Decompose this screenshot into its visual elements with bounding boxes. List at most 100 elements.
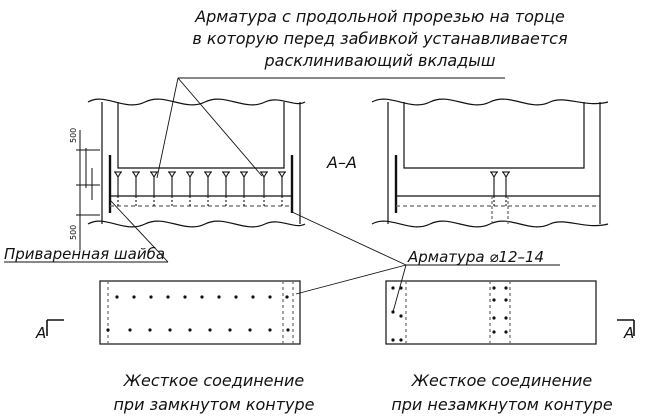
left-top-break-line (87, 98, 306, 106)
left-rebar-9-split-right (263, 171, 268, 178)
left-rebar-2-split-right (135, 171, 140, 178)
section-marker-right (617, 319, 635, 336)
right-rebar-1-split-left (490, 171, 495, 178)
left-rebar-2 (132, 171, 140, 206)
section-marker-left (46, 319, 64, 336)
left-rebar-2-split-left (132, 171, 137, 178)
left-bottom-break-line (87, 220, 306, 228)
left-rebar-4-split-left (168, 171, 173, 178)
welded-washer-label: Приваренная шайба (4, 245, 165, 263)
rebar-leader-3 (392, 264, 407, 313)
left-plan-dot-20 (268, 328, 272, 332)
left-plan-dot-group (106, 295, 290, 332)
left-plan-dot-4 (166, 295, 170, 299)
left-rebar-6-split-right (207, 171, 212, 178)
left-plan-dot-7 (217, 295, 221, 299)
left-rebar-8 (240, 171, 248, 206)
left-plan-dot-2 (132, 295, 136, 299)
title-line-2: в которую перед забивкой устанавливается (192, 29, 568, 48)
section-label: А–А (326, 153, 357, 172)
right-plan-dot-13 (492, 330, 496, 334)
title-leader-1 (156, 77, 179, 179)
left-rebar-6 (204, 171, 212, 206)
right-plan-dot-14 (504, 330, 508, 334)
left-rebar-9-split-left (260, 171, 265, 178)
left-plan-dot-12 (106, 328, 110, 332)
rebar-leader-1 (291, 211, 407, 266)
left-plan-dot-8 (234, 295, 238, 299)
left-rebar-group (114, 171, 286, 206)
right-rebar-group (490, 171, 510, 206)
left-plan-dot-5 (183, 295, 187, 299)
right-plan-dot-10 (504, 298, 508, 302)
left-rebar-1 (114, 171, 122, 206)
left-rebar-6-split-left (204, 171, 209, 178)
right-plan-view (385, 280, 597, 345)
right-plan-dot-8 (504, 286, 508, 290)
right-plan-dot-9 (492, 298, 496, 302)
left-rebar-7 (222, 171, 230, 206)
title-leader-2 (177, 77, 263, 177)
left-plan-dot-15 (168, 328, 172, 332)
left-plan-dot-13 (128, 328, 132, 332)
left-inner-u (117, 102, 285, 169)
left-plan-dot-14 (148, 328, 152, 332)
caption-left-line-2: при замкнутом контуре (113, 395, 314, 414)
left-plan-dot-19 (248, 328, 252, 332)
right-top-break-line (371, 98, 609, 106)
right-plan-dot-11 (492, 316, 496, 320)
left-plan-view (99, 280, 301, 345)
left-rebar-8-split-right (243, 171, 248, 178)
left-rebar-10-split-left (278, 171, 283, 178)
right-bottom-break-line (371, 220, 609, 228)
left-rebar-5-split-right (189, 171, 194, 178)
left-rebar-5 (186, 171, 194, 206)
leader-lines (4, 77, 560, 313)
dimension-lower: 500 (69, 225, 78, 240)
left-plan-dot-6 (200, 295, 204, 299)
right-plan-dot-5 (391, 338, 395, 342)
right-plan-dot-12 (504, 316, 508, 320)
left-rebar-4 (168, 171, 176, 206)
right-rebar-1 (490, 171, 498, 206)
title-line-1: Арматура с продольной прорезью на торце (194, 7, 565, 26)
left-rebar-9 (260, 171, 268, 206)
washer-leader (109, 199, 169, 263)
left-rebar-7-split-left (222, 171, 227, 178)
left-rebar-10-split-right (281, 171, 286, 178)
right-section-view (371, 98, 609, 228)
right-rebar-1-split-right (493, 171, 498, 178)
right-plan-dot-7 (492, 286, 496, 290)
right-plan-dot-6 (399, 338, 403, 342)
right-plan-dot-4 (399, 314, 403, 318)
right-rebar-2 (502, 171, 510, 206)
left-plan-dot-3 (149, 295, 153, 299)
right-plan-dot-group (391, 286, 508, 342)
left-plan-dot-1 (115, 295, 119, 299)
left-rebar-3-split-left (150, 171, 155, 178)
dimension-marks (76, 130, 100, 250)
caption-right-line-2: при незамкнутом контуре (391, 395, 613, 414)
left-plan-dot-9 (251, 295, 255, 299)
left-rebar-7-split-right (225, 171, 230, 178)
left-plan-dot-17 (208, 328, 212, 332)
right-plan-dot-1 (391, 286, 395, 290)
left-rebar-4-split-right (171, 171, 176, 178)
section-marker-left-label: А (35, 324, 46, 342)
left-rebar-3-split-right (153, 171, 158, 178)
left-rebar-1-split-right (117, 171, 122, 178)
right-plan-outline (385, 280, 597, 345)
section-marker-right-label: А (623, 324, 634, 342)
left-rebar-3 (150, 171, 158, 206)
title-line-3: расклинивающий вкладыш (263, 51, 495, 70)
right-rebar-2-split-left (502, 171, 507, 178)
caption-right-line-1: Жесткое соединение (411, 371, 593, 390)
left-plan-dot-16 (188, 328, 192, 332)
rebar-label: Арматура ⌀12–14 (407, 248, 544, 266)
left-plan-dot-10 (268, 295, 272, 299)
left-plan-dot-18 (228, 328, 232, 332)
rebar-leader-2 (295, 264, 407, 295)
left-rebar-1-split-left (114, 171, 119, 178)
